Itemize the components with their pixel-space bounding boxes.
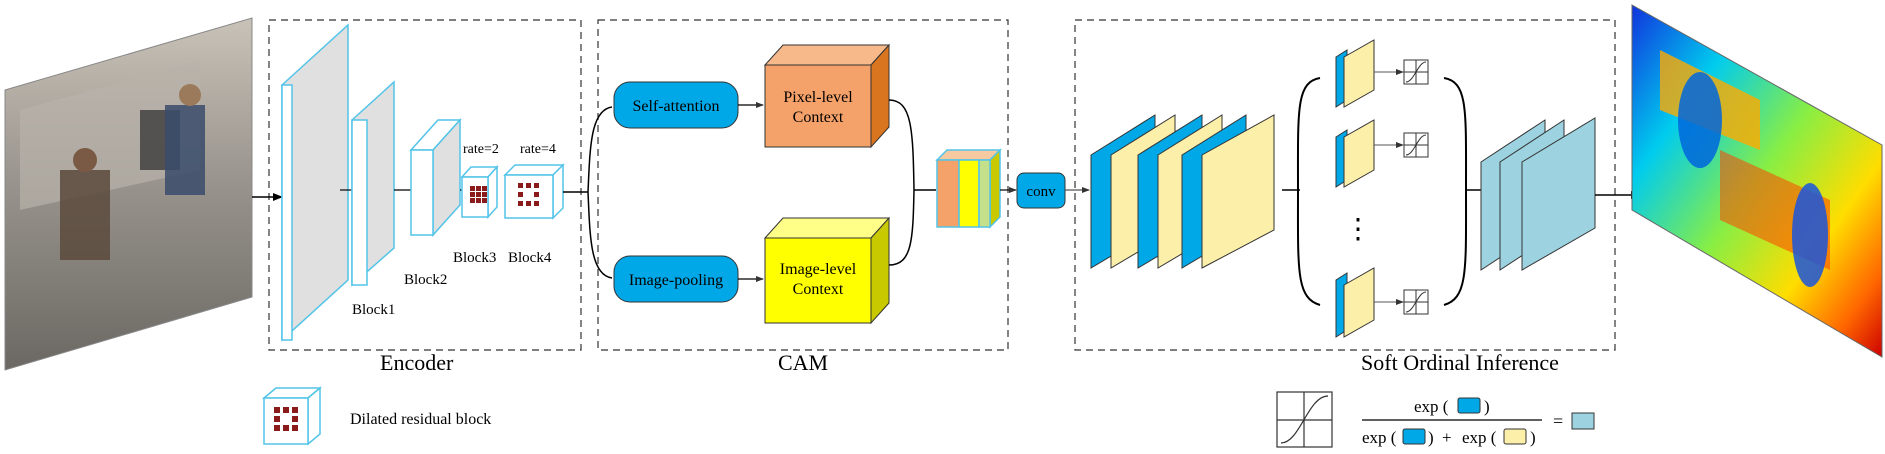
formula-denom-exp-1: exp ( [1362, 428, 1397, 447]
formula-denom-close-1: ) [1428, 428, 1434, 447]
cam-merge-path [888, 99, 915, 266]
legend-dilated-label: Dilated residual block [350, 411, 491, 428]
right-bracket [1443, 77, 1468, 306]
ordinal-pair-2 [1335, 119, 1375, 188]
rate2-label: rate=2 [463, 142, 499, 157]
cam-title: CAM [778, 350, 828, 375]
concat-feature-cube [935, 148, 1002, 229]
encoder-title: Encoder [380, 350, 454, 375]
sigmoid-icon-1 [1403, 59, 1429, 85]
sigmoid-icon-n [1403, 289, 1429, 315]
pixel-context-line1: Pixel-level [783, 89, 853, 106]
formula-equals: = [1553, 411, 1563, 431]
block3-label: Block3 [453, 250, 496, 266]
block4-dilated-cube [503, 163, 565, 220]
formula-numerator-exp: exp ( [1414, 397, 1449, 416]
encoder-to-cam-split [563, 106, 613, 279]
formula-denom-exp-2: exp ( [1462, 428, 1497, 447]
output-depth-map [1631, 4, 1883, 358]
soft-ordinal-box [1074, 19, 1616, 351]
cam-box [597, 19, 1009, 351]
result-light-blue-swatch [1571, 412, 1595, 430]
formula-sigmoid-icon [1276, 391, 1333, 448]
encoder-box [268, 19, 582, 351]
image-level-context-cube [763, 216, 891, 325]
block2-volume [351, 80, 395, 287]
block1-volume [281, 23, 349, 342]
legend-dilated-block-icon [261, 386, 323, 446]
pixel-context-line2: Context [793, 109, 844, 126]
block4-label: Block4 [508, 250, 552, 266]
formula-numerator-close: ) [1484, 397, 1490, 416]
probability-feature-stack [1480, 117, 1596, 271]
denom-blue-swatch [1402, 428, 1426, 445]
self-attention-label: Self-attention [632, 98, 719, 115]
soft-ordinal-title: Soft Ordinal Inference [1361, 350, 1559, 375]
input-image [4, 17, 253, 371]
image-context-line2: Context [793, 281, 844, 298]
rate4-label: rate=4 [520, 142, 556, 157]
pixel-level-context-cube [763, 43, 891, 149]
block3-volume [409, 118, 462, 237]
block2-label: Block2 [404, 272, 447, 288]
image-context-line1: Image-level [780, 261, 857, 278]
ordinal-pair-1 [1335, 39, 1375, 108]
formula-denom-close-2: ) [1530, 428, 1536, 447]
block3-dilated-cube [460, 165, 499, 219]
image-pooling-label: Image-pooling [629, 272, 723, 289]
denom-yellow-swatch [1503, 428, 1527, 445]
block1-label: Block1 [352, 302, 395, 318]
conv-label: conv [1026, 184, 1056, 200]
left-bracket [1296, 77, 1321, 306]
ellipsis-dots: ⋮ [1344, 214, 1372, 245]
ordinal-pair-n [1335, 267, 1375, 338]
sigmoid-icon-2 [1403, 132, 1429, 158]
numerator-blue-swatch [1457, 397, 1481, 414]
formula-plus: + [1442, 428, 1452, 447]
ordinal-feature-stack [1090, 114, 1275, 269]
